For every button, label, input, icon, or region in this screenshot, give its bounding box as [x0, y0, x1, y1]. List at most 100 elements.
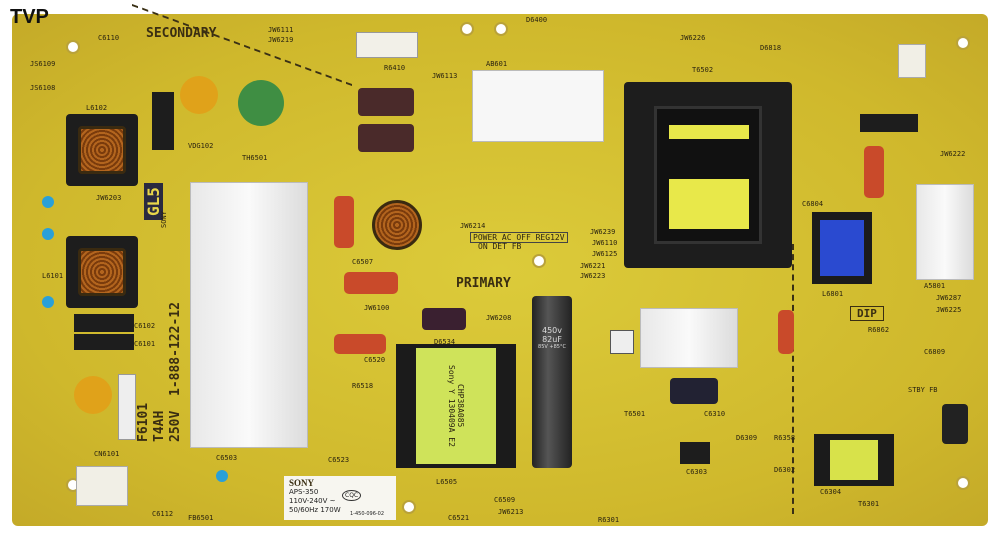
- standby-transformer: [812, 212, 872, 284]
- sony-silk: SONY: [160, 211, 168, 228]
- ref-label: C6503: [216, 454, 238, 462]
- varistor: [74, 376, 112, 414]
- ref-label: D6534: [434, 338, 456, 346]
- fuse-rating: T4AH: [152, 410, 167, 442]
- y-capacitor: [42, 196, 54, 208]
- relay-chip: [610, 330, 634, 354]
- ref-label: A5801: [924, 282, 946, 290]
- y-capacitor: [216, 470, 228, 482]
- ref-label: JW6213: [498, 508, 524, 516]
- ref-label: C6102: [134, 322, 156, 330]
- mosfet: [422, 308, 466, 330]
- thermistor: [238, 80, 284, 126]
- ref-label: T6301: [858, 500, 880, 508]
- primary-label: PRIMARY: [456, 276, 511, 291]
- sticker-brand: SONY: [289, 478, 315, 488]
- ref-label: JW6208: [486, 314, 512, 322]
- electrolytic-capacitor: [942, 404, 968, 444]
- ref-label: STBY FB: [908, 386, 938, 394]
- ref-label: JW6225: [936, 306, 962, 314]
- electrolytic-capacitor: [670, 378, 718, 404]
- connector: [898, 44, 926, 78]
- capacitor-block: [74, 334, 134, 350]
- primary-heatsink: [190, 182, 308, 448]
- film-capacitor: [344, 272, 398, 294]
- ic-chip: [680, 442, 710, 464]
- ref-label: D6302: [774, 466, 796, 474]
- ref-label: FB6501: [188, 514, 214, 522]
- mounting-hole: [494, 22, 508, 36]
- ref-label: R6862: [868, 326, 890, 334]
- sticker-cert: CQC: [342, 490, 362, 501]
- ref-label: AB601: [486, 60, 508, 68]
- toroid-inductor: [372, 200, 422, 250]
- ref-label: JW6113: [432, 72, 458, 80]
- ref-label: VDG102: [188, 142, 214, 150]
- ref-label: JW6226: [680, 34, 706, 42]
- connector: [356, 32, 418, 58]
- pfc-transformer: CHP38A085 Sony Y 130409A E2: [396, 344, 516, 468]
- mounting-hole: [956, 36, 970, 50]
- sticker-model: APS-350: [289, 488, 319, 496]
- ref-label: C6110: [98, 34, 120, 42]
- sticker-rating: 50/60Hz 170W: [289, 506, 341, 514]
- ref-label: JS6108: [30, 84, 56, 92]
- ref-label: C6520: [364, 356, 386, 364]
- fuse-voltage: 250V: [168, 410, 183, 442]
- film-capacitor: [334, 334, 386, 354]
- y-capacitor: [42, 228, 54, 240]
- ref-label: C6804: [802, 200, 824, 208]
- ref-label: JW6239: [590, 228, 616, 236]
- sticker-code: 1-450-096-02: [350, 511, 385, 517]
- common-mode-choke: [66, 236, 138, 308]
- sticker-voltage: 110V-240V ~: [289, 497, 336, 505]
- ref-label: T6501: [624, 410, 646, 418]
- ref-label: C6523: [328, 456, 350, 464]
- power-header: POWER AC OFF REG12V: [470, 232, 568, 243]
- capacitor-spec: 85V +85°C: [538, 344, 566, 350]
- ref-label: D6309: [736, 434, 758, 442]
- ref-label: JW6100: [364, 304, 390, 312]
- capacitor-rating: 450v 82uF: [541, 326, 562, 344]
- transformer-line1: CHP38A085: [456, 384, 465, 428]
- dip-label: DIP: [850, 306, 884, 321]
- film-capacitor: [864, 146, 884, 198]
- output-transformer: [814, 434, 894, 486]
- mounting-hole: [460, 22, 474, 36]
- main-transformer: [624, 82, 792, 268]
- ref-label: JW6287: [936, 294, 962, 302]
- ref-label: C6521: [448, 514, 470, 522]
- ref-label: C6310: [704, 410, 726, 418]
- y-capacitor: [42, 296, 54, 308]
- ref-label: T6502: [692, 66, 714, 74]
- mounting-hole: [532, 254, 546, 268]
- film-capacitor: [778, 310, 794, 354]
- ref-label: JW6223: [580, 272, 606, 280]
- ac-input-connector: [76, 466, 128, 506]
- power-sub: ON DET FB: [478, 242, 522, 251]
- standby-heatsink: [916, 184, 974, 280]
- ref-label: CN6101: [94, 450, 120, 458]
- ref-label: R6518: [352, 382, 374, 390]
- isolation-line: [792, 244, 794, 514]
- ref-label: JW6222: [940, 150, 966, 158]
- ref-label: D6818: [760, 44, 782, 52]
- diode-block: [860, 114, 918, 132]
- ref-label: C6507: [352, 258, 374, 266]
- common-mode-choke: [66, 114, 138, 186]
- ref-label: JS6109: [30, 60, 56, 68]
- ref-label: R6410: [384, 64, 406, 72]
- ref-label: R6358: [774, 434, 796, 442]
- pcb-board: SECONDARY PRIMARY DIP GL5 SONY F6101 T4A…: [12, 3, 988, 526]
- ref-label: JW6214: [460, 222, 486, 230]
- ref-label: JW6111: [268, 26, 294, 34]
- secondary-heatsink: [472, 70, 604, 142]
- ref-label: L6102: [86, 104, 108, 112]
- rating-sticker: SONY APS-350 110V-240V ~ 50/60Hz 170W CQ…: [284, 476, 396, 520]
- ref-label: JW6219: [268, 36, 294, 44]
- electrolytic-capacitor: [358, 124, 414, 152]
- ref-label: TH6501: [242, 154, 268, 162]
- ref-label: C6809: [924, 348, 946, 356]
- mounting-hole: [956, 476, 970, 490]
- watermark: TVP: [10, 6, 49, 28]
